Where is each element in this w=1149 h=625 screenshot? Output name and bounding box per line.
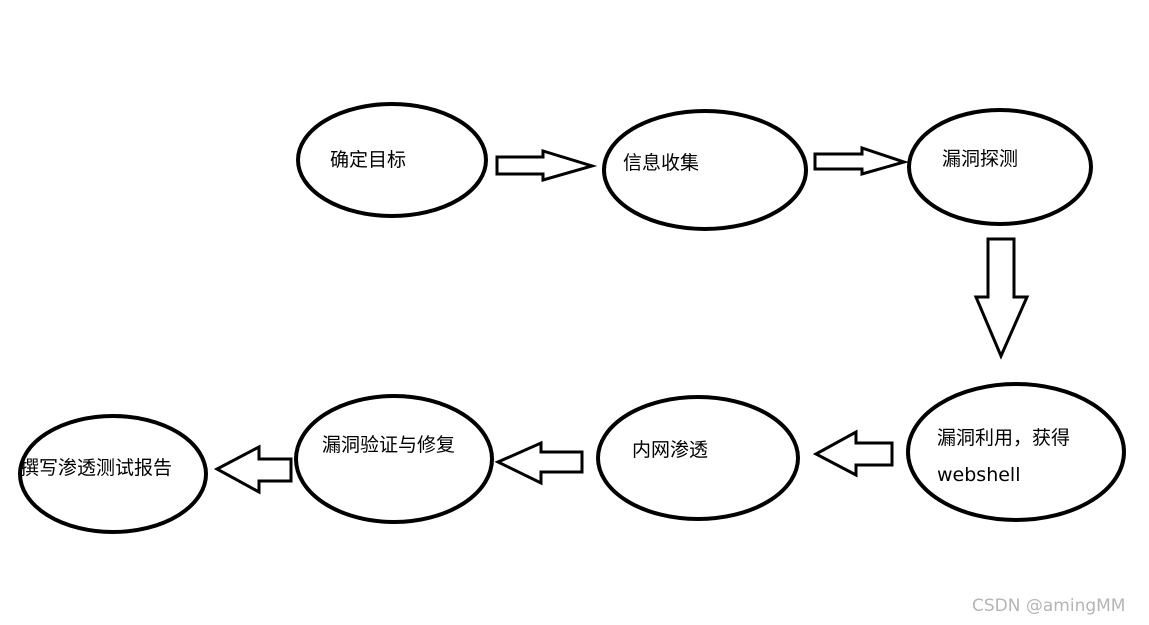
- node-write-report-shape: [18, 414, 208, 534]
- node-vuln-exploit-label-line2: webshell: [937, 464, 1020, 486]
- arrow-confirm-to-info: [495, 148, 598, 182]
- node-vuln-exploit-label-line1: 漏洞利用，获得: [937, 427, 1070, 449]
- arrow-verify-to-report: [213, 444, 293, 495]
- node-info-gathering-shape: [602, 109, 808, 231]
- arrow-detection-to-exploit: [973, 237, 1030, 360]
- node-write-report: 撰写渗透测试报告: [18, 414, 208, 534]
- watermark-text: CSDN @amingMM: [972, 596, 1125, 616]
- node-vuln-detection-label: 漏洞探测: [942, 148, 1018, 170]
- arrow-intranet-to-verify: [494, 440, 584, 486]
- node-vuln-detection-shape: [907, 108, 1093, 226]
- node-confirm-target-label: 确定目标: [330, 149, 406, 171]
- node-intranet-pentest-label: 内网渗透: [632, 439, 708, 461]
- node-vuln-detection: 漏洞探测: [907, 108, 1093, 226]
- arrow-info-to-detection: [813, 145, 910, 176]
- node-info-gathering-label: 信息收集: [623, 152, 699, 174]
- arrow-exploit-to-intranet: [812, 429, 894, 478]
- node-verify-fix: 漏洞验证与修复: [294, 394, 494, 524]
- node-vuln-exploit: 漏洞利用，获得 webshell: [906, 382, 1126, 522]
- node-info-gathering: 信息收集: [602, 109, 808, 231]
- node-intranet-pentest-shape: [596, 395, 800, 521]
- node-vuln-exploit-shape: [906, 382, 1126, 522]
- node-write-report-label: 撰写渗透测试报告: [20, 457, 172, 479]
- node-confirm-target: 确定目标: [296, 102, 488, 218]
- node-intranet-pentest: 内网渗透: [596, 395, 800, 521]
- node-confirm-target-shape: [296, 102, 488, 218]
- node-verify-fix-label: 漏洞验证与修复: [322, 434, 455, 456]
- node-verify-fix-shape: [294, 394, 494, 524]
